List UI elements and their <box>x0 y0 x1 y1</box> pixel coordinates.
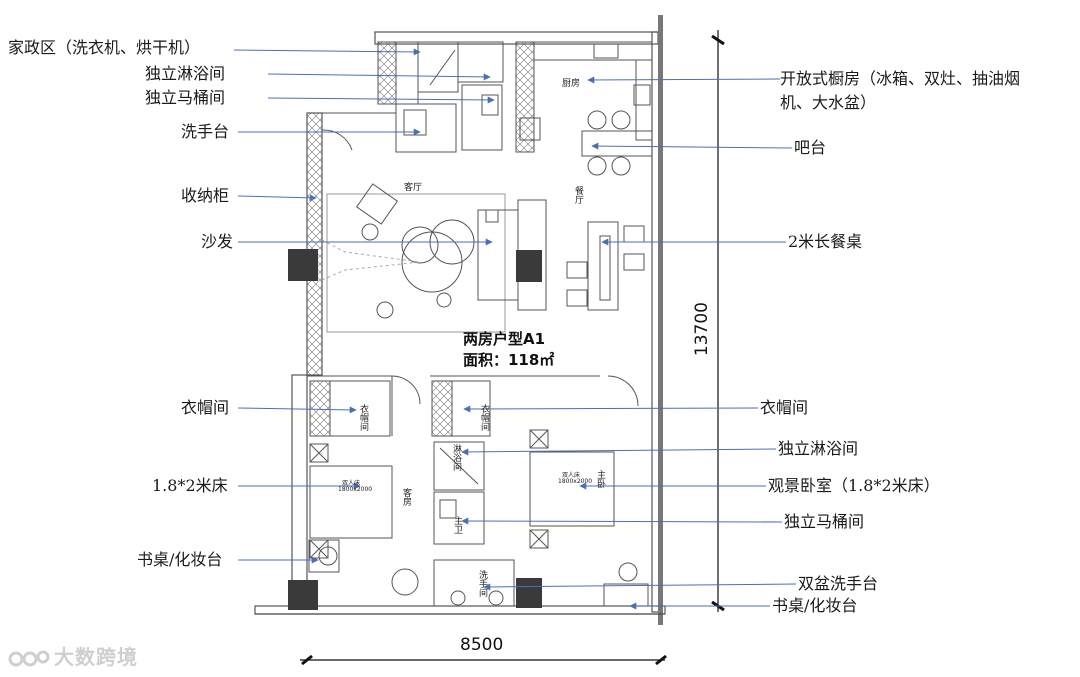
label-wc-upper: 独立马桶间 <box>145 88 226 107</box>
bed-label-guest: 双人床 <box>342 480 361 487</box>
label-shower-upper: 独立淋浴间 <box>145 64 226 83</box>
label-wc-master: 独立马桶间 <box>784 512 865 531</box>
dimension-height: 13700 <box>692 302 712 357</box>
bed-label-master: 双人床 <box>562 472 581 479</box>
room-label-guest-room: 客房 <box>401 488 411 506</box>
room-label-shower: 淋浴间 <box>451 444 461 471</box>
plan-title: 两房户型A1 面积：118㎡ <box>463 329 554 371</box>
room-label-master-wc: 主卫 <box>452 516 462 534</box>
room-label-dining: 餐厅 <box>573 186 583 204</box>
label-double-basin: 双盆洗手台 <box>798 574 879 593</box>
room-label-master: 主卧 <box>595 470 605 488</box>
label-open-kitchen-cont: 机、大水盆） <box>780 93 877 112</box>
label-bar-counter: 吧台 <box>794 138 827 157</box>
label-laundry-area: 家政区（洗衣机、烘干机） <box>8 38 201 57</box>
room-label-kitchen: 厨房 <box>562 79 581 89</box>
label-dining-table: 2米长餐桌 <box>788 232 863 251</box>
label-closet-right: 衣帽间 <box>760 398 809 417</box>
watermark-text: 大数跨境 <box>54 645 138 669</box>
label-view-bedroom: 观景卧室（1.8*2米床） <box>768 476 940 495</box>
label-sofa: 沙发 <box>201 232 234 251</box>
room-label-living: 客厅 <box>404 183 423 193</box>
dimension-lines <box>300 30 725 666</box>
leader-arrows-right <box>461 76 797 610</box>
structural-columns <box>288 249 542 610</box>
label-storage-cabinet: 收纳柜 <box>181 186 230 205</box>
master-suite <box>430 375 649 607</box>
room-label-guest-closet: 衣帽间 <box>358 404 368 431</box>
label-shower-master: 独立淋浴间 <box>778 439 859 458</box>
watermark: 大数跨境 <box>8 641 138 672</box>
room-label-vanity: 洗手间 <box>477 570 487 597</box>
label-wash-basin: 洗手台 <box>181 122 230 141</box>
guest-room <box>307 375 421 596</box>
dimension-width: 8500 <box>460 635 504 655</box>
label-bed-left: 1.8*2米床 <box>152 476 228 495</box>
living-furniture <box>321 183 547 333</box>
bed-size-master: 1800x2000 <box>558 478 593 485</box>
plan-title-area: 面积：118㎡ <box>463 351 555 369</box>
label-open-kitchen: 开放式橱房（冰箱、双灶、抽油烟 <box>780 69 1021 88</box>
kitchen-fixtures <box>519 41 653 176</box>
service-block <box>321 41 535 153</box>
bed-size-guest: 1800x2000 <box>338 486 373 493</box>
label-desk-left: 书桌/化妆台 <box>137 550 223 569</box>
leader-arrows-left <box>233 48 495 564</box>
watermark-logo-icon <box>8 650 50 666</box>
plan-title-name: 两房户型A1 <box>463 330 546 348</box>
room-label-master-closet: 衣帽间 <box>479 404 489 431</box>
dining-furniture <box>566 221 645 311</box>
label-closet-left: 衣帽间 <box>181 398 230 417</box>
label-desk-right: 书桌/化妆台 <box>772 596 858 615</box>
